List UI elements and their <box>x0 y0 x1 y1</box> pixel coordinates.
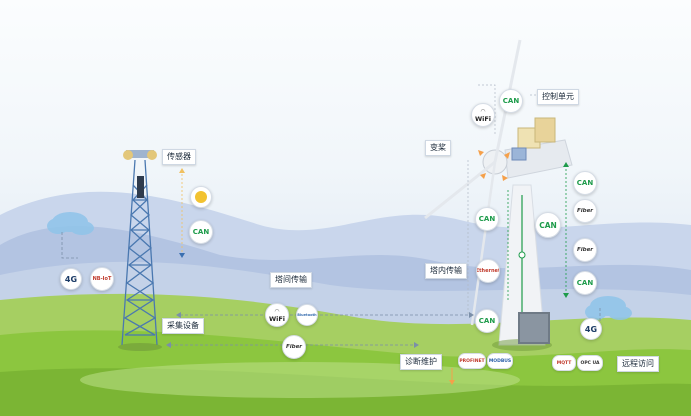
ethernet-badge: Ethernet <box>476 259 500 283</box>
in-tower-transmission-label: 塔内传输 <box>425 263 467 279</box>
lattice-tower-icon <box>121 159 158 346</box>
tower-transmission-label: 塔间传输 <box>270 272 312 288</box>
can-badge-tower-mid: CAN <box>535 212 561 238</box>
4g-badge-left: 4G <box>60 268 82 290</box>
can-badge-right-1: CAN <box>573 171 597 195</box>
cloud-right-icon <box>585 296 632 320</box>
wifi-icon: ◠ <box>480 107 486 115</box>
can-badge-sensor: CAN <box>189 220 213 244</box>
fiber-badge-right-1: Fiber <box>573 199 597 223</box>
collection-device-label: 采集设备 <box>162 318 204 334</box>
wifi-text: WiFi <box>474 114 492 123</box>
converter-label: 变桨 <box>425 140 451 156</box>
remote-access-label: 远程访问 <box>617 356 659 372</box>
can-badge-hub: CAN <box>475 207 499 231</box>
wifi-text: WiFi <box>268 314 286 323</box>
wifi-icon: ◠ <box>274 307 280 315</box>
cloud-left-icon <box>47 212 94 235</box>
4g-badge-right: 4G <box>580 318 602 340</box>
can-badge-top: CAN <box>499 89 523 113</box>
wifi-badge-tower: ◠ WiFi <box>265 303 289 327</box>
can-badge-bottom: CAN <box>475 309 499 333</box>
nbiot-badge: NB-IoT <box>90 267 114 291</box>
can-badge-right-2: CAN <box>573 271 597 295</box>
bluetooth-badge: Bluetooth <box>296 304 318 326</box>
control-unit-label: 控制单元 <box>537 89 579 105</box>
sensor-label: 传感器 <box>162 149 196 165</box>
sensor-brand-icon <box>190 186 212 208</box>
opcua-badge: OPC UA <box>577 355 603 371</box>
mqtt-badge: MQTT <box>552 355 576 371</box>
wifi-badge-nacelle: ◠ WiFi <box>471 103 495 127</box>
fiber-badge-right-2: Fiber <box>573 238 597 262</box>
fiber-badge-ground: Fiber <box>282 335 306 359</box>
profinet-badge: PROFINET <box>458 353 486 369</box>
diagnosis-maintenance-label: 诊断维护 <box>400 354 442 370</box>
modbus-badge: MODBUS <box>487 353 513 369</box>
